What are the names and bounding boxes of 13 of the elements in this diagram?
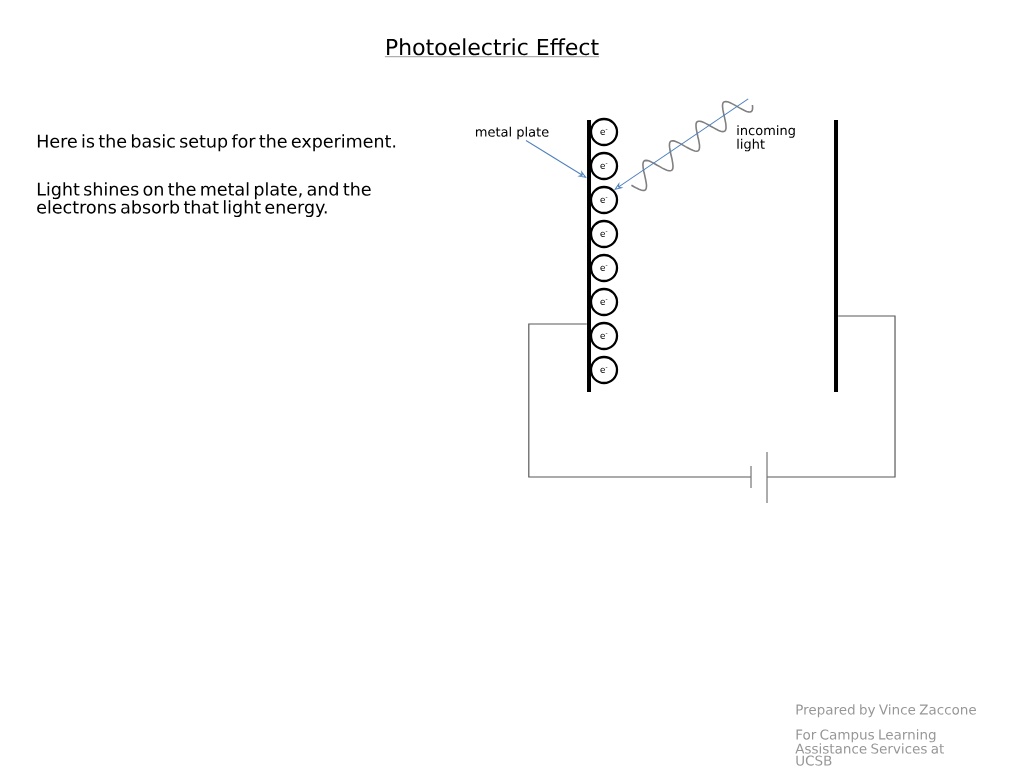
wire [766,315,896,478]
plate [587,120,591,392]
credit-text: For Campus Learning Assistance Services at UCSB [795,729,944,766]
leader-line [525,140,587,178]
intro-text: Light shines on the metal plate, and the electrons absorb that light energy. [37,182,371,218]
intro-text: Here is the basic setup for the experiment. [37,134,396,152]
plate-label: metal plate [476,126,549,140]
plate [834,120,838,392]
battery-symbol [750,451,768,504]
credit-text: Prepared by Vince Zaccone [796,704,976,718]
arrow [614,98,749,190]
title: Photoelectric Effect [384,38,600,57]
light-label: incoming light [737,125,795,152]
